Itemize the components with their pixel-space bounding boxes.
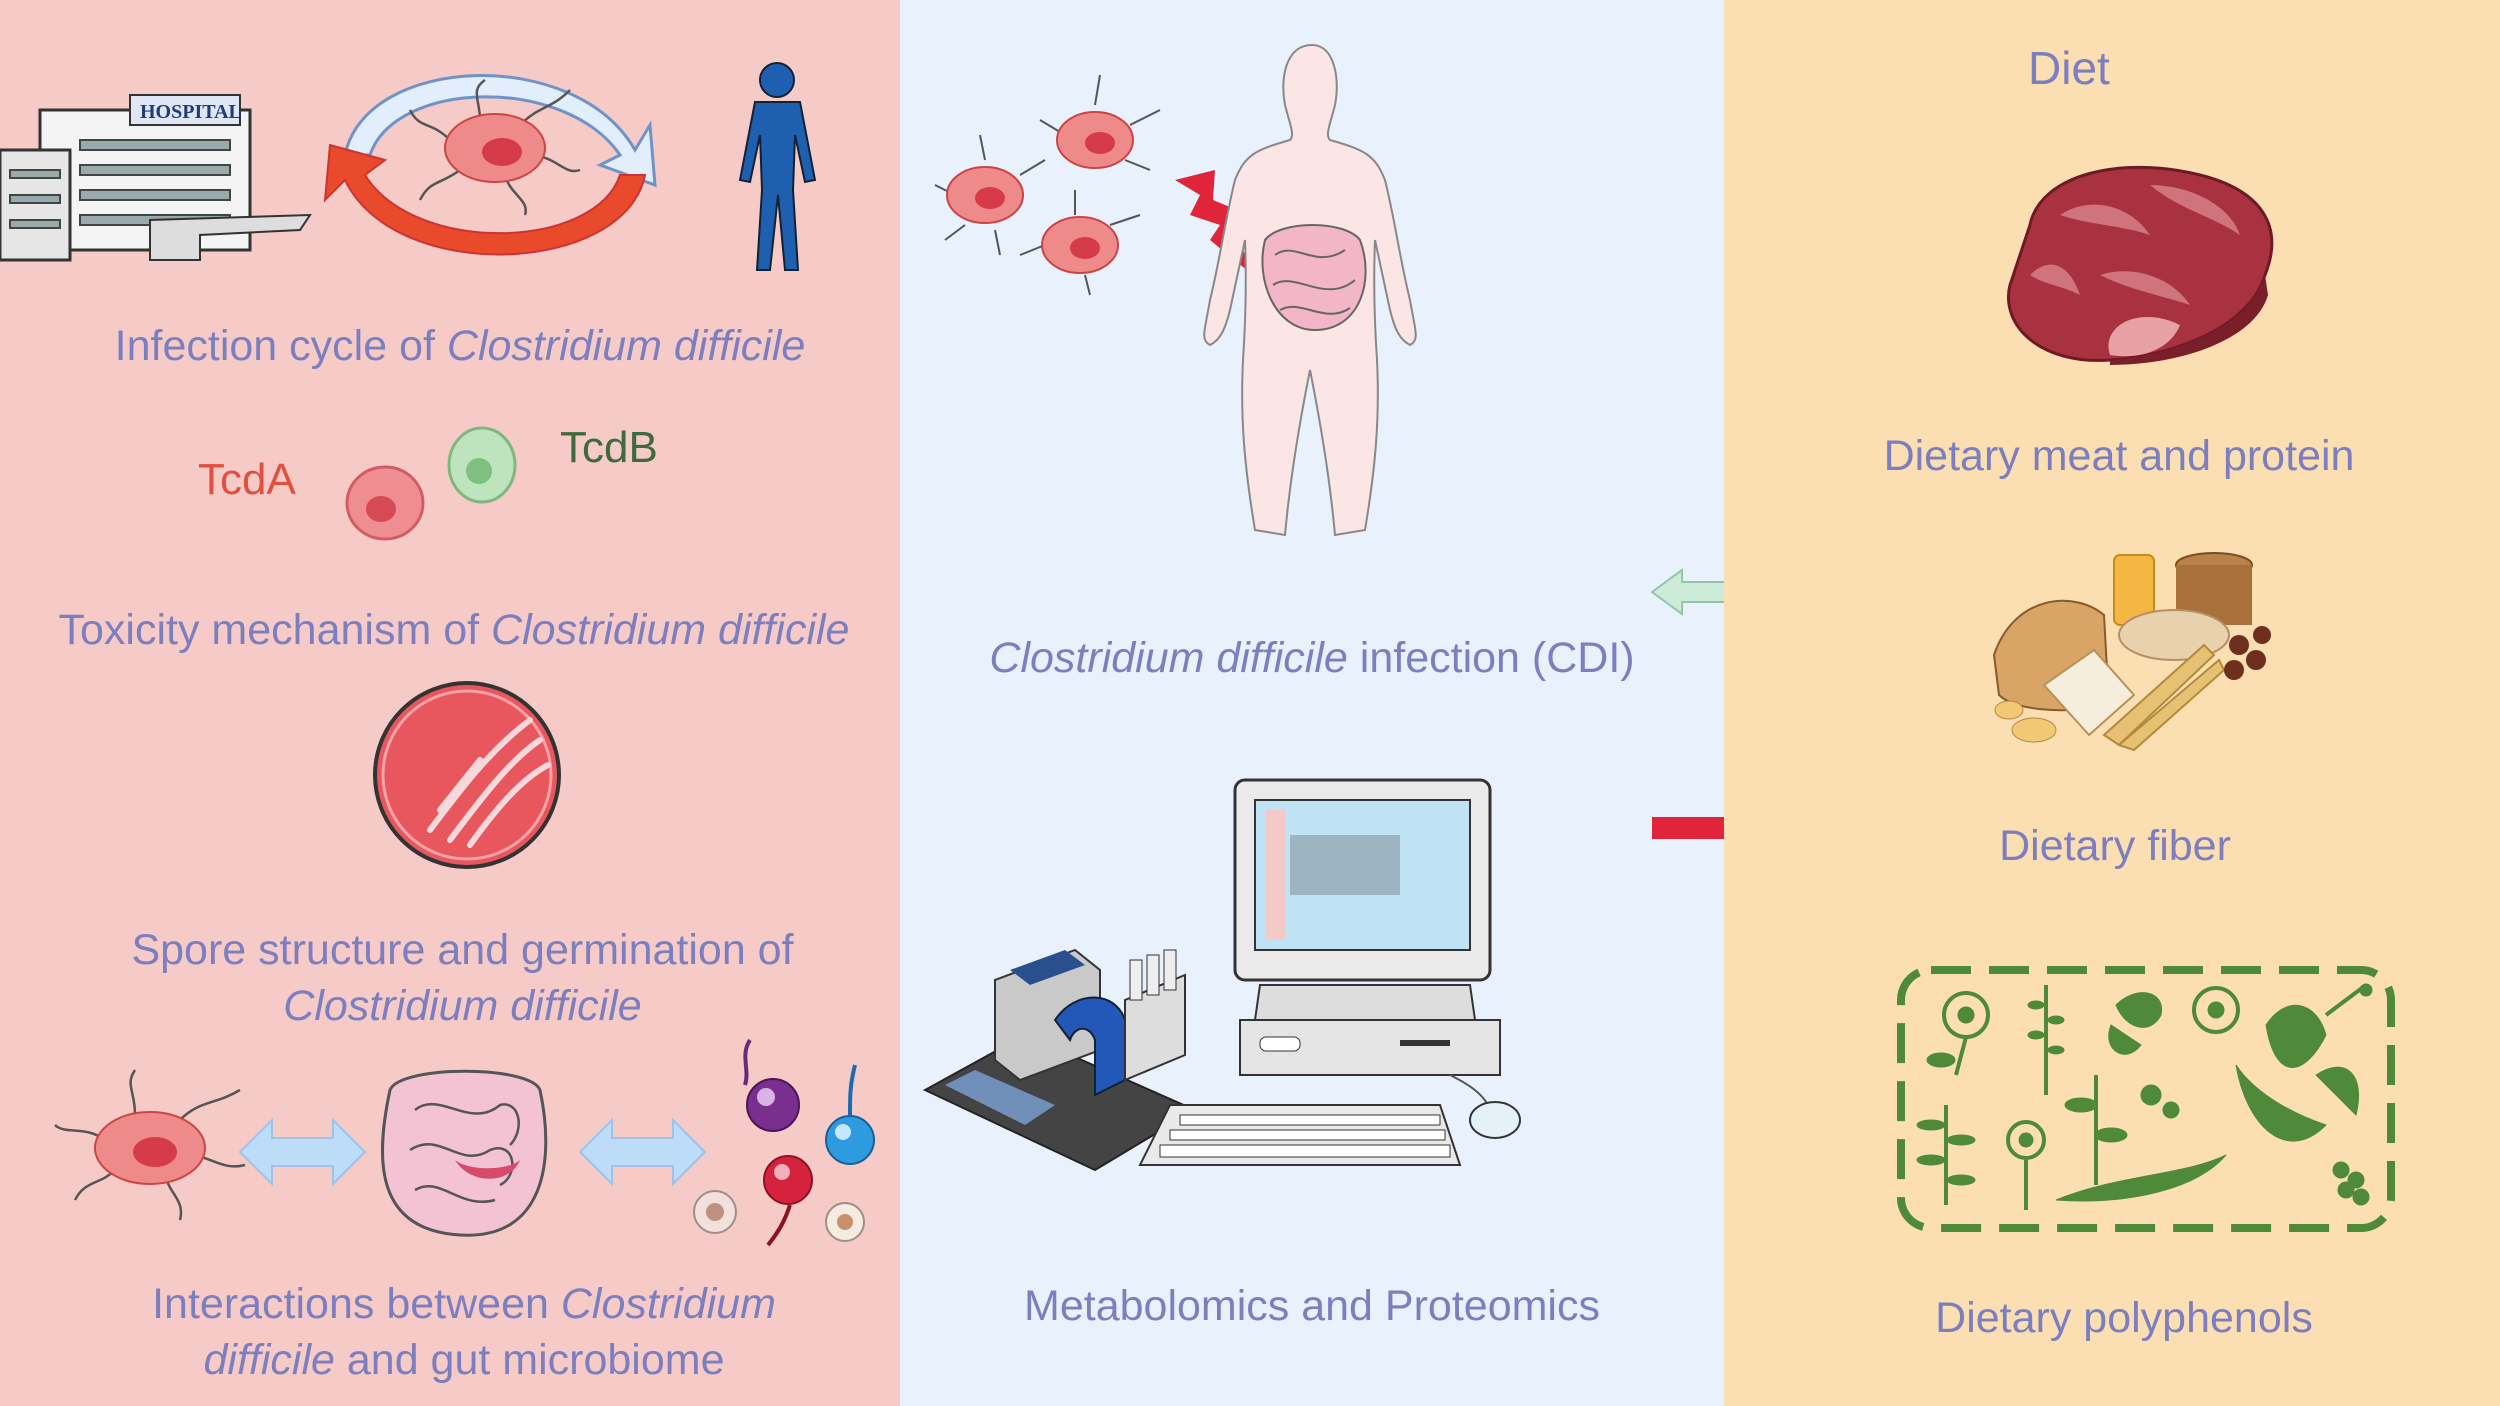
bacteria-cluster-icon xyxy=(934,74,1161,296)
spore-label-line1: Spore structure and germination of xyxy=(131,926,794,974)
tcdb-label: TcdB xyxy=(560,423,658,472)
bacterium-icon xyxy=(408,78,581,216)
fiber-foods-icon xyxy=(1992,552,2271,752)
toxicity-species: Clostridium difficile xyxy=(491,606,850,654)
cdi-label: Clostridium difficile infection (CDI) xyxy=(900,630,1724,686)
infection-cycle-species: Clostridium difficile xyxy=(446,322,806,370)
left-panel: HOSPITAL Infection cycle of Clostridium … xyxy=(0,0,900,1406)
spore-label-line2: Clostridium difficile xyxy=(0,978,925,1034)
fiber-label: Dietary fiber xyxy=(1999,822,2231,870)
middle-panel: Clostridium difficile infection (CDI) Me… xyxy=(900,0,1724,1406)
double-arrow-icon xyxy=(238,1117,367,1187)
meat-icon xyxy=(2007,165,2274,365)
infection-cycle-arrows xyxy=(323,74,657,256)
interactions-species-2: difficile xyxy=(203,1336,335,1384)
tcdb-cell-icon xyxy=(447,426,517,504)
toxicity-prefix: Toxicity mechanism of xyxy=(58,606,492,654)
infection-cycle-label: Infection cycle of Clostridium difficile xyxy=(0,318,920,374)
spore-species: Clostridium difficile xyxy=(283,982,642,1030)
tcda-cell-icon xyxy=(345,465,425,541)
human-icon xyxy=(738,62,817,271)
hospital-sign: HOSPITAL xyxy=(140,101,242,123)
interactions-species-1: Clostridium xyxy=(560,1280,776,1328)
bacterium-small-icon xyxy=(54,1069,246,1221)
interactions-prefix: Interactions between xyxy=(152,1280,561,1328)
microbes-icon xyxy=(693,1038,875,1247)
cdi-species: Clostridium difficile xyxy=(989,634,1348,682)
petri-dish-icon xyxy=(373,681,561,869)
lab-instrument-icon xyxy=(922,948,1198,1172)
intestine-icon xyxy=(380,1069,548,1237)
interactions-suffix: and gut microbiome xyxy=(334,1336,725,1384)
meat-label: Dietary meat and protein xyxy=(1883,432,2355,480)
double-arrow-icon-2 xyxy=(578,1117,707,1187)
computer-icon xyxy=(1138,778,1521,1166)
polyphenol-plants-icon xyxy=(1897,966,2395,1232)
infection-cycle-prefix: Infection cycle of xyxy=(114,322,447,370)
hospital-icon: HOSPITAL xyxy=(0,94,312,262)
interactions-label-line1: Interactions between Clostridium xyxy=(0,1276,928,1332)
interactions-label-line2: difficile and gut microbiome xyxy=(0,1332,928,1388)
polyphenols-label: Dietary polyphenols xyxy=(1935,1294,2313,1342)
diet-title: Diet xyxy=(2028,42,2110,94)
toxicity-label: Toxicity mechanism of Clostridium diffic… xyxy=(0,602,908,658)
cdi-suffix: infection (CDI) xyxy=(1347,634,1635,682)
right-panel: Diet Dietary meat and protein Dietary fi… xyxy=(1724,0,2500,1406)
human-body-icon xyxy=(1203,43,1417,537)
omics-label: Metabolomics and Proteomics xyxy=(1024,1282,1600,1330)
tcda-label: TcdA xyxy=(198,455,296,504)
